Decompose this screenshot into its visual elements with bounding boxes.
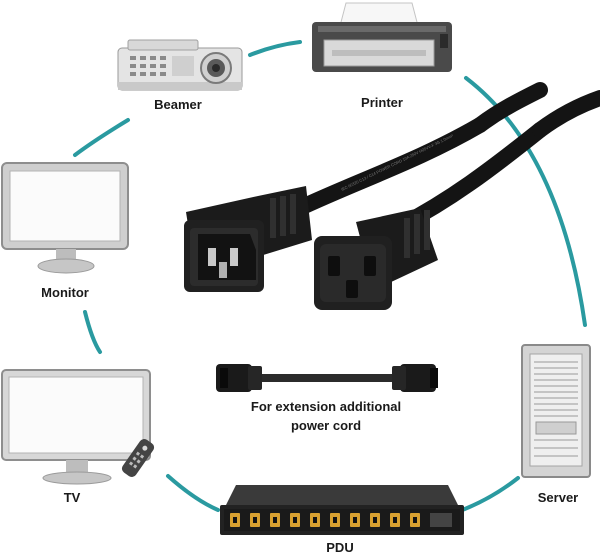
projector-icon (117, 39, 243, 91)
pdu-icon (220, 485, 464, 535)
extension-caption-line1: For extension additional (251, 399, 401, 414)
power-cable: IEC 60320 C13 / C14 POWER CORD 10A 250V … (184, 82, 600, 310)
monitor-icon (1, 162, 129, 274)
server-label: Server (538, 490, 578, 505)
c13-connector (314, 208, 438, 310)
c14-plug (184, 186, 312, 292)
remote-control-icon (121, 438, 155, 478)
tv-icon (1, 369, 155, 485)
pdu-label: PDU (326, 540, 353, 555)
beamer-label: Beamer (154, 97, 202, 112)
server-icon (521, 344, 591, 478)
cable-print-text: IEC 60320 C13 / C14 POWER CORD 10A 250V … (340, 133, 454, 192)
printer-icon (312, 2, 452, 72)
extension-cord-icon (216, 364, 438, 392)
extension-caption-line2: power cord (291, 418, 361, 433)
tv-label: TV (64, 490, 81, 505)
monitor-label: Monitor (41, 285, 89, 300)
printer-label: Printer (361, 95, 403, 110)
